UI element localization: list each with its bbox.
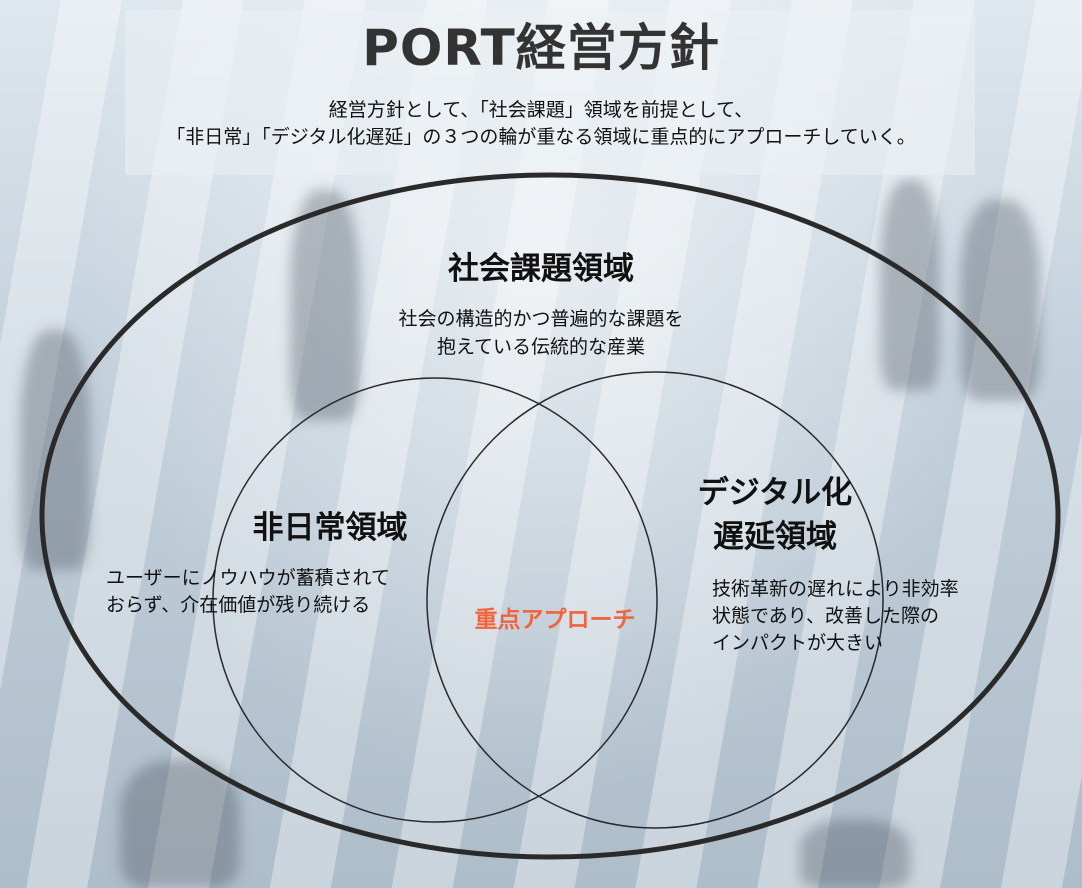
digital-area-description: 技術革新の遅れにより非効率 状態であり、改善した際の インパクトが大きい xyxy=(712,578,959,654)
digital-area-circle xyxy=(426,371,884,829)
social-area-circle xyxy=(39,172,1061,860)
extraordinary-area-circle xyxy=(212,377,658,823)
extraordinary-area-heading: 非日常領域 xyxy=(252,510,408,546)
background-figure xyxy=(20,330,90,570)
social-area-description: 社会の構造的かつ普遍的な課題を 抱えている伝統的な産業 xyxy=(398,308,684,358)
page-title: PORT経営方針 xyxy=(362,19,720,77)
extraordinary-area-description: ユーザーにノウハウが蓄積されて おらず、介在価値が残り続ける xyxy=(106,567,391,616)
focus-approach-label: 重点アプローチ xyxy=(474,607,636,633)
background-figure xyxy=(960,200,1040,400)
background-figure xyxy=(880,180,940,390)
title-panel xyxy=(125,10,975,175)
background-figure xyxy=(800,820,910,888)
background-figure xyxy=(120,760,240,888)
digital-area-heading: デジタル化 遅延領域 xyxy=(697,475,853,555)
page-subtitle: 経営方針として、「社会課題」領域を前提として、 「非日常」「デジタル化遅延」の３… xyxy=(166,99,916,148)
background-figure xyxy=(290,190,360,420)
social-area-heading: 社会課題領域 xyxy=(448,251,634,287)
